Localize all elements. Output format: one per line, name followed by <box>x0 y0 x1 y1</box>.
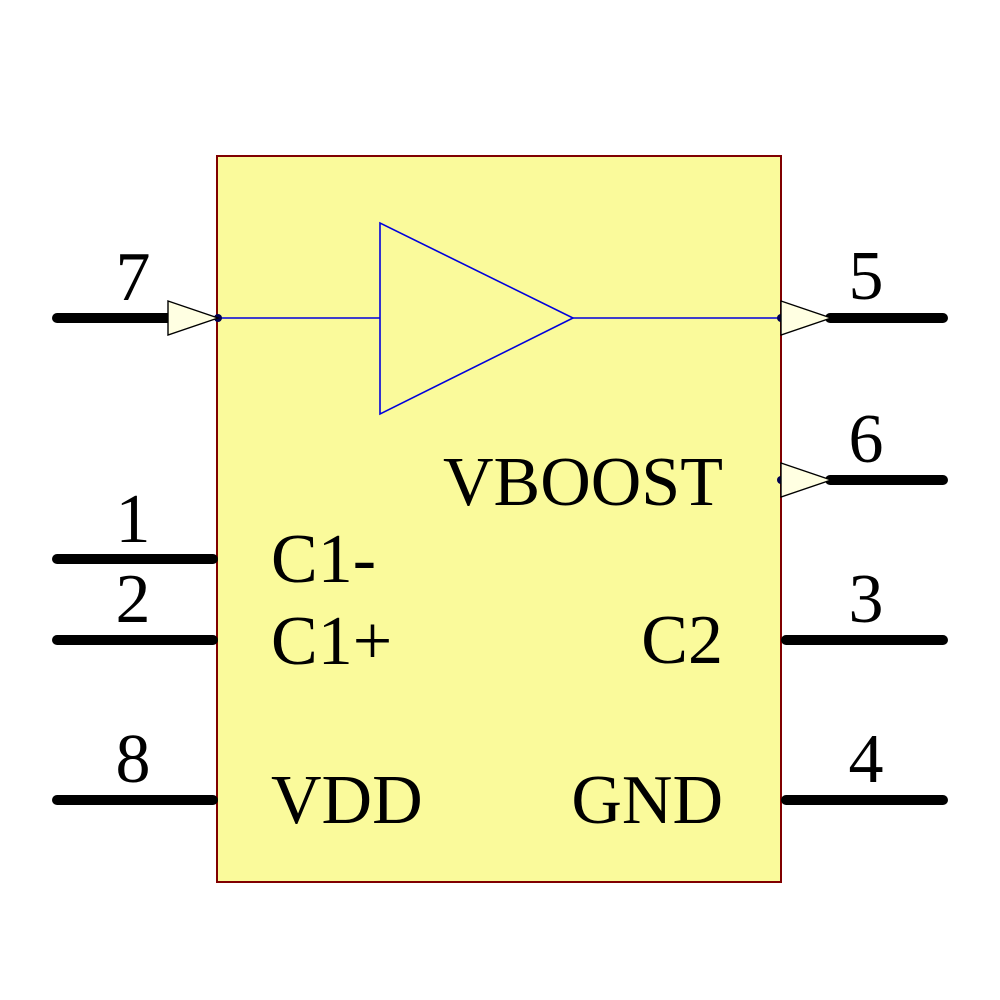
label-vdd: VDD <box>271 762 423 839</box>
pin-3-number: 3 <box>849 561 884 638</box>
label-c1-plus: C1+ <box>271 603 392 680</box>
pin-7-number: 7 <box>116 239 151 316</box>
pin-5-arrowhead-icon <box>780 300 834 336</box>
pin-5-number: 5 <box>849 238 884 315</box>
pin-6-number: 6 <box>849 401 884 478</box>
pin-2-number: 2 <box>116 561 151 638</box>
pin-8-number: 8 <box>116 721 151 798</box>
label-vboost: VBOOST <box>443 444 723 521</box>
label-gnd: GND <box>571 762 723 839</box>
pin-7-arrowhead-icon <box>167 300 221 336</box>
amplifier-triangle-icon <box>379 221 575 416</box>
ic-body <box>216 155 782 883</box>
label-c2: C2 <box>641 602 723 679</box>
label-c1-minus: C1- <box>271 521 376 598</box>
pin-4-number: 4 <box>849 721 884 798</box>
pin-6-arrowhead-icon <box>780 462 834 498</box>
pin-1-number: 1 <box>116 481 151 558</box>
